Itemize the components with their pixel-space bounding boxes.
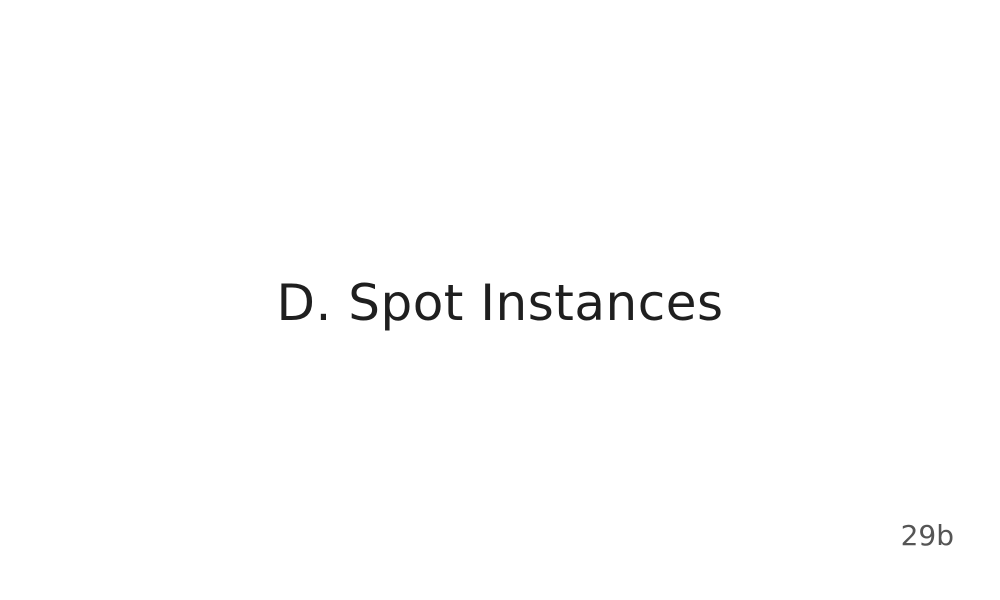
slide-title: D. Spot Instances	[276, 274, 724, 332]
slide-page-number: 29b	[900, 519, 954, 552]
